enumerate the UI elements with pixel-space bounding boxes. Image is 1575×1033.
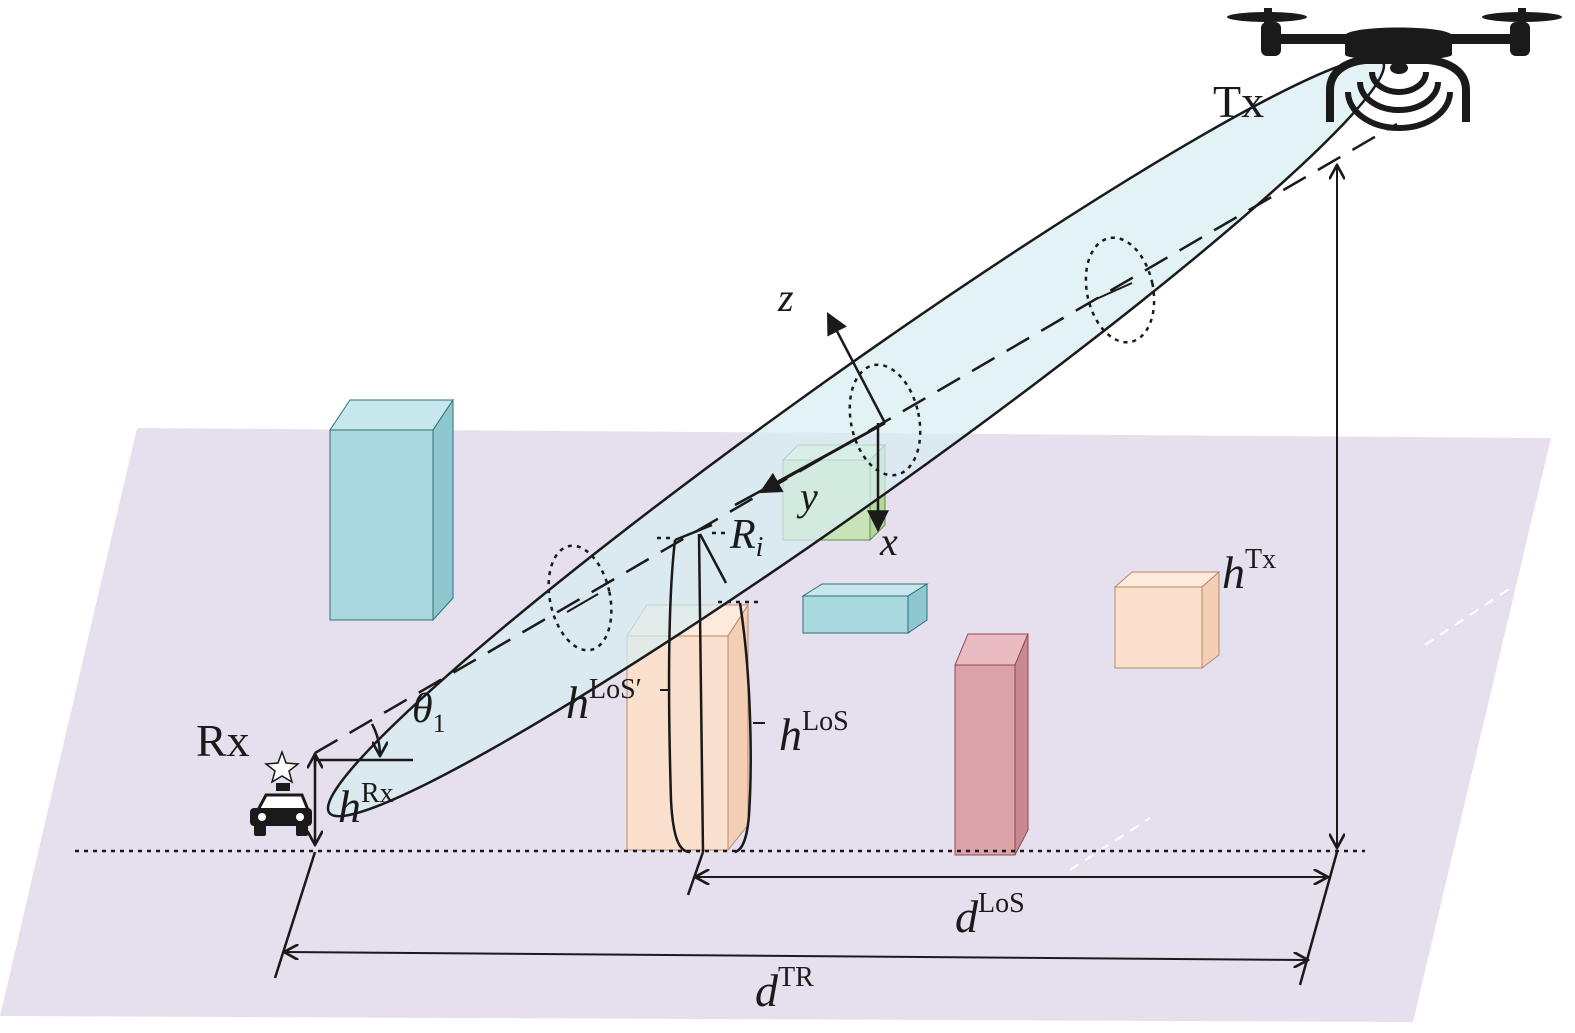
rx-geometry — [315, 723, 413, 845]
distance-dimensions — [273, 851, 1339, 986]
local-axes — [734, 312, 889, 533]
fresnel-radius — [657, 523, 760, 604]
car-icon — [250, 783, 312, 836]
cross-sections — [547, 236, 1156, 652]
label-tx: Tx — [1213, 76, 1264, 127]
h-los-brackets — [660, 533, 765, 854]
star-icon — [264, 749, 300, 784]
z-axis — [826, 312, 887, 424]
building-red — [954, 633, 1029, 856]
plane-road-marks — [1069, 584, 1516, 871]
label-rx: Rx — [196, 715, 250, 766]
label-z: z — [777, 275, 794, 320]
label-theta: θ1 — [412, 686, 446, 738]
building-peach-tall — [626, 603, 749, 852]
label-h-tx: hTx — [1222, 544, 1276, 598]
label-fresnel-radius: Ri — [729, 512, 763, 563]
label-d-tr: dTR — [755, 962, 814, 1016]
building-blue-flat — [801, 583, 929, 634]
label-h-los: hLoS — [779, 706, 849, 760]
building-peach-small — [1113, 570, 1221, 670]
d-tr-arrow — [284, 952, 1308, 960]
label-x: x — [879, 519, 898, 564]
building-blue-tall — [329, 398, 454, 622]
label-d-los: dLoS — [955, 888, 1025, 942]
drone-icon — [1227, 8, 1562, 131]
label-h-los-prime: hLoS′ — [566, 674, 642, 728]
label-y: y — [796, 474, 818, 519]
label-h-rx: hRx — [338, 778, 394, 832]
